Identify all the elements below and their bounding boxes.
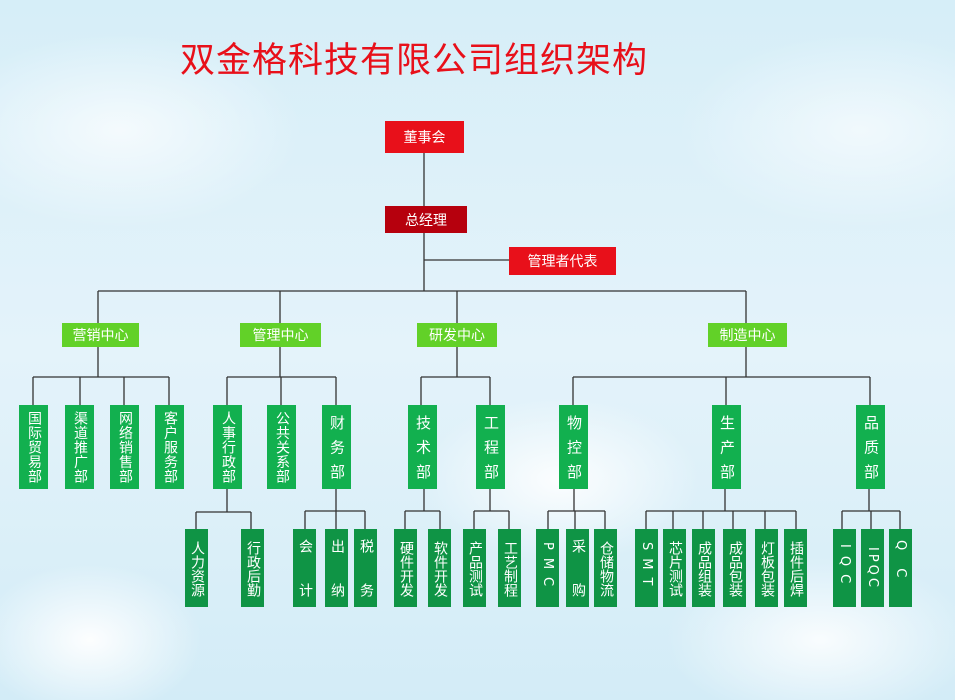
dept-box: 网络销售部 xyxy=(110,405,139,489)
dept-box: 公共关系部 xyxy=(267,405,296,489)
unit-box: 插件后焊 xyxy=(784,529,807,607)
unit-box: 工艺制程 xyxy=(498,529,521,607)
center-marketing: 营销中心 xyxy=(62,323,139,347)
unit-box: 出纳 xyxy=(325,529,348,607)
unit-box: 产品测试 xyxy=(463,529,486,607)
unit-box: SMT xyxy=(635,529,658,607)
board-box: 董事会 xyxy=(385,121,464,153)
unit-box: 仓储物流 xyxy=(594,529,617,607)
unit-box: IQC xyxy=(833,529,856,607)
dept-box: 渠道推广部 xyxy=(65,405,94,489)
unit-box: 行政后勤 xyxy=(241,529,264,607)
dept-box: 财务部 xyxy=(322,405,351,489)
dept-box: 工程部 xyxy=(476,405,505,489)
dept-box: 技术部 xyxy=(408,405,437,489)
dept-box: 品质部 xyxy=(856,405,885,489)
unit-box: 税务 xyxy=(354,529,377,607)
dept-box: 国际贸易部 xyxy=(19,405,48,489)
unit-box: 芯片测试 xyxy=(663,529,686,607)
unit-box: 会计 xyxy=(293,529,316,607)
center-management: 管理中心 xyxy=(240,323,321,347)
unit-box: QC xyxy=(889,529,912,607)
unit-box: 成品组装 xyxy=(692,529,715,607)
unit-box: PMC xyxy=(536,529,559,607)
unit-box: 成品包装 xyxy=(723,529,746,607)
dept-box: 物控部 xyxy=(559,405,588,489)
dept-box: 客户服务部 xyxy=(155,405,184,489)
management-representative-box: 管理者代表 xyxy=(509,247,616,275)
unit-box: 硬件开发 xyxy=(394,529,417,607)
dept-box: 生产部 xyxy=(712,405,741,489)
unit-box: 采购 xyxy=(566,529,589,607)
general-manager-box: 总经理 xyxy=(385,206,467,233)
dept-box: 人事行政部 xyxy=(213,405,242,489)
unit-box: IPQC xyxy=(861,529,884,607)
chart-title: 双金格科技有限公司组织架构 xyxy=(180,41,649,81)
unit-box: 灯板包装 xyxy=(755,529,778,607)
center-rnd: 研发中心 xyxy=(417,323,497,347)
unit-box: 人力资源 xyxy=(185,529,208,607)
center-manufacturing: 制造中心 xyxy=(708,323,787,347)
unit-box: 软件开发 xyxy=(428,529,451,607)
